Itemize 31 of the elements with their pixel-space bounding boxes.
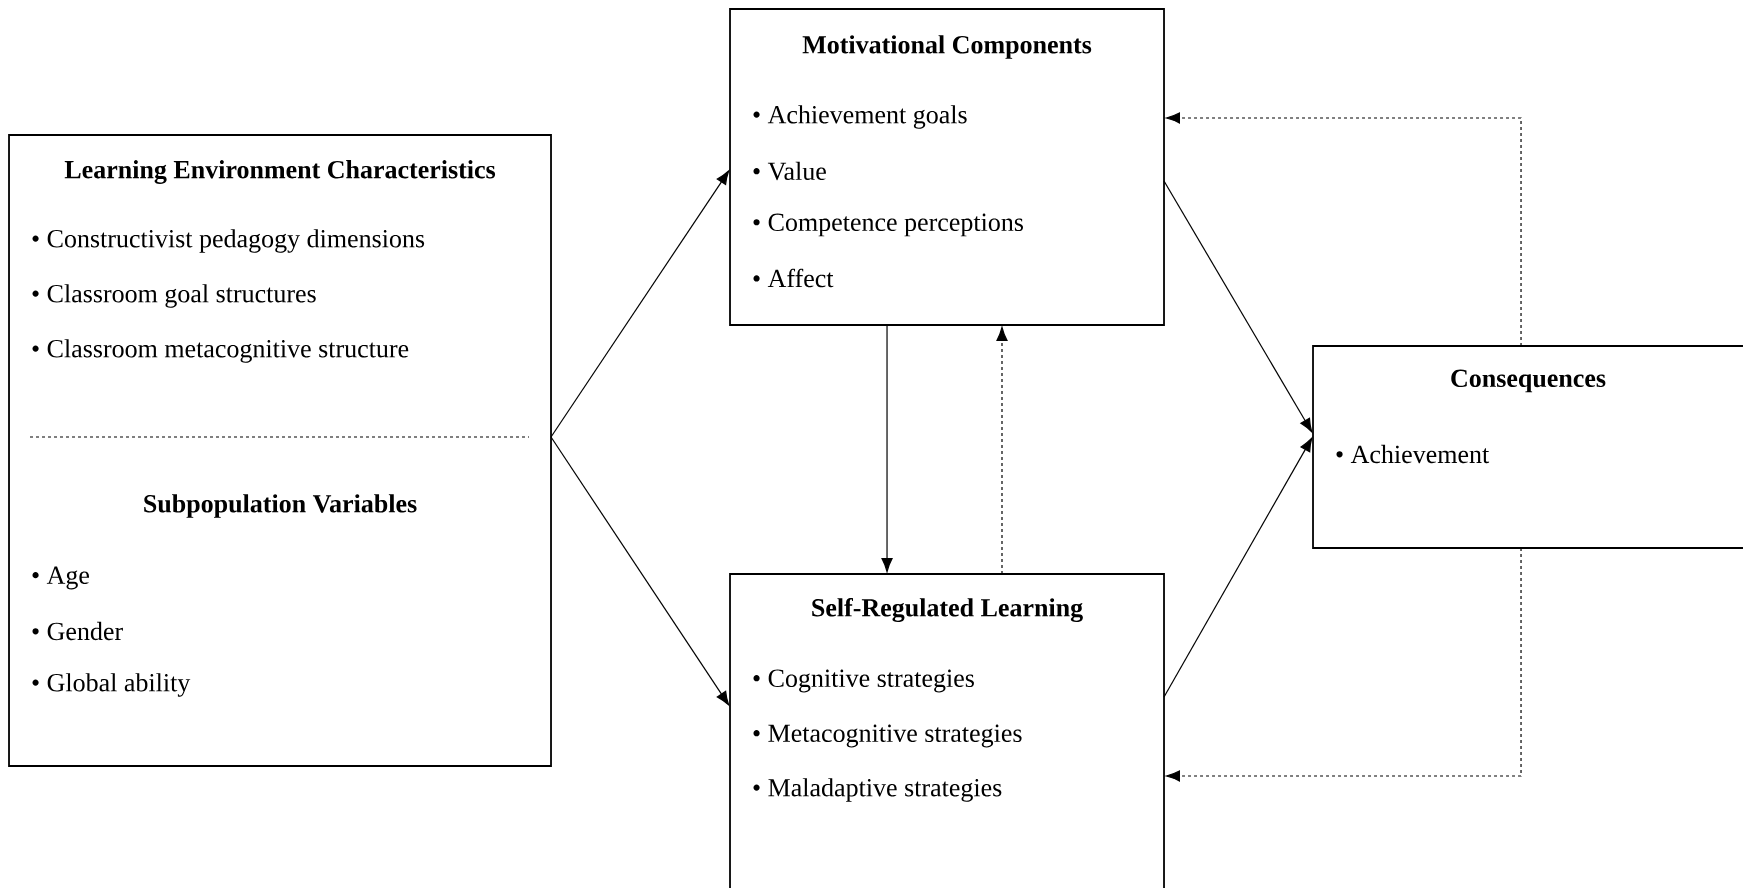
bullet-item: • Achievement goals — [753, 105, 967, 129]
arrow — [996, 326, 1008, 575]
arrow — [550, 436, 730, 706]
heading: Consequences — [1451, 369, 1606, 393]
bullet-item: • Age — [32, 566, 89, 590]
bullet-item: • Achievement — [1336, 444, 1490, 464]
heading: Subpopulation Variables — [144, 494, 417, 518]
bullet-item: • Metacognitive strategies — [753, 724, 1022, 748]
bullet-item: • Global ability — [32, 673, 191, 697]
arrow — [881, 324, 893, 573]
arrow — [1163, 180, 1313, 433]
bullet-item: • Cognitive strategies — [753, 669, 974, 693]
text-box — [1312, 345, 1743, 549]
bullet-item: • Competence perceptions — [753, 213, 1023, 237]
arrow — [550, 170, 730, 438]
bullet-item: • Gender — [32, 621, 123, 641]
text-box — [729, 8, 1165, 326]
heading: Self-Regulated Learning — [812, 598, 1083, 622]
bullet-item: • Classroom metacognitive structure — [32, 339, 409, 363]
arrow — [1165, 547, 1522, 782]
bullet-item: • Maladaptive strategies — [753, 778, 1002, 802]
bullet-item: • Value — [753, 161, 826, 181]
arrow — [1163, 437, 1313, 698]
bullet-item: • Classroom goal structures — [32, 284, 316, 308]
heading: Learning Environment Characteristics — [64, 160, 496, 184]
arrow — [1165, 112, 1522, 347]
bullet-item: • Affect — [753, 268, 834, 288]
text-box — [8, 134, 552, 767]
text-box — [729, 573, 1165, 888]
bullet-item: • Constructivist pedagogy dimensions — [32, 229, 425, 253]
heading: Motivational Components — [802, 35, 1092, 59]
